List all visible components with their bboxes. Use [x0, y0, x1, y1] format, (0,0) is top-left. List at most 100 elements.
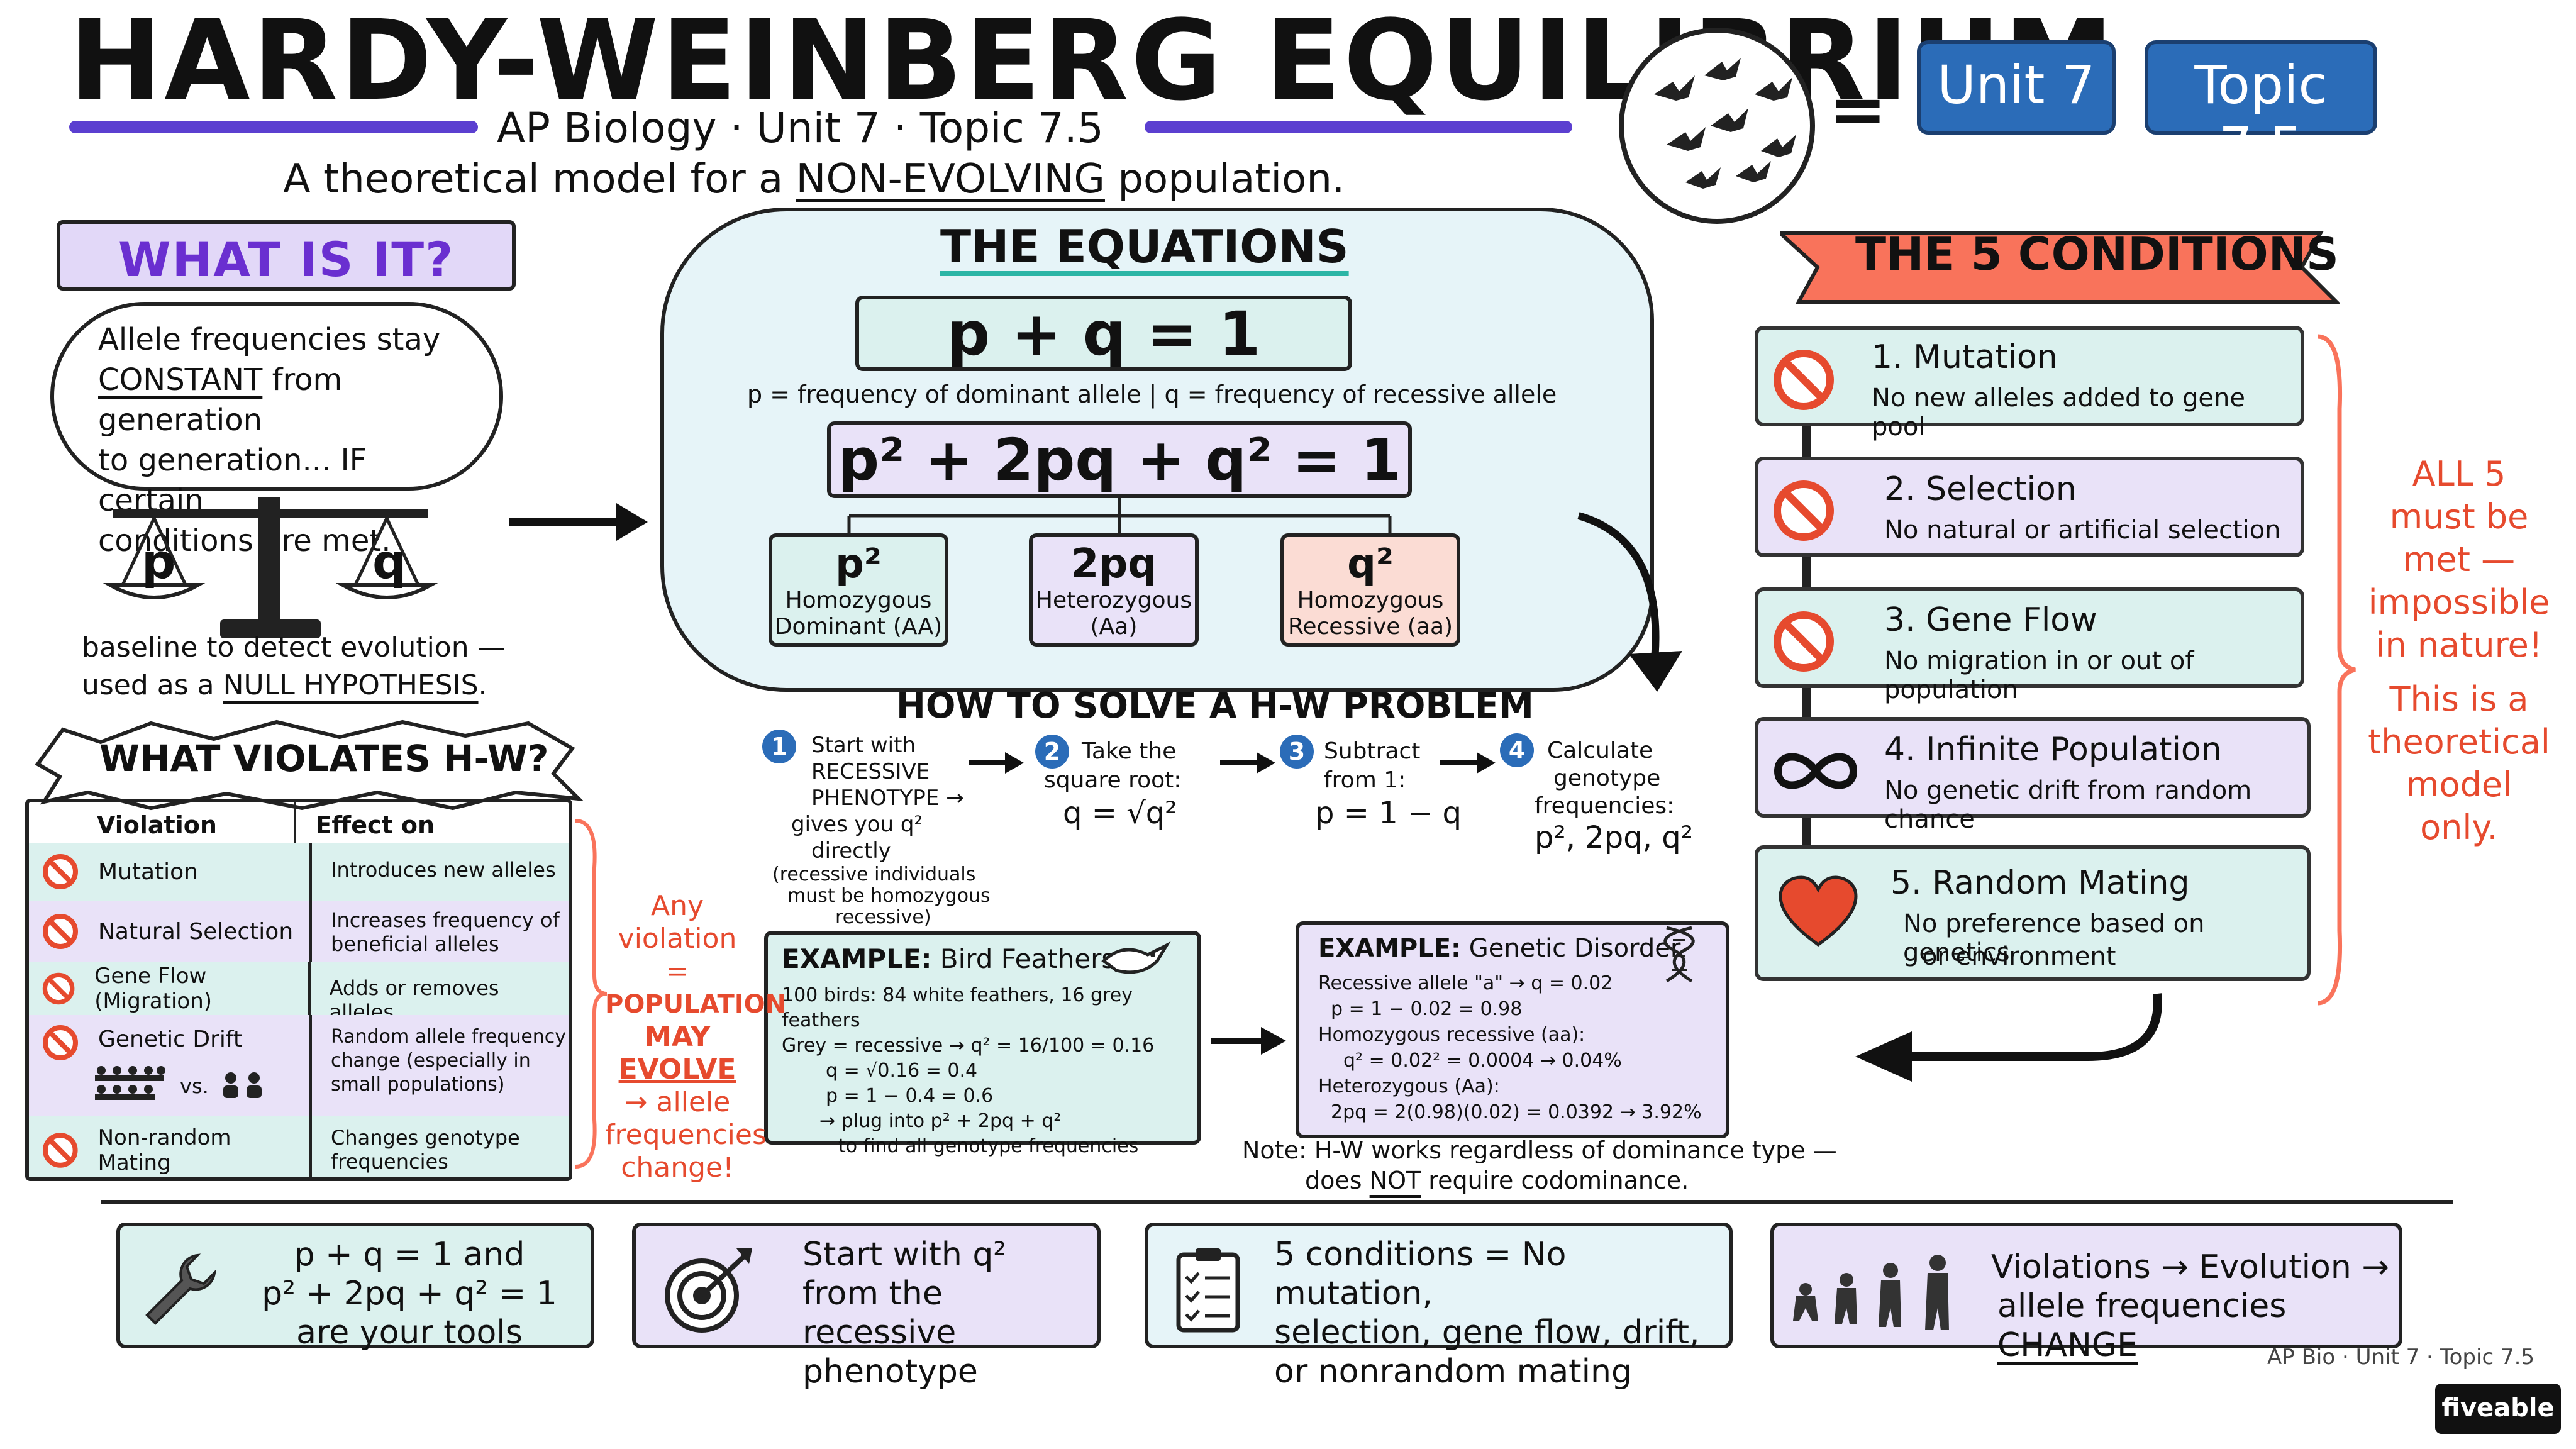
example1-line-3: q = √0.16 = 0.4: [826, 1060, 978, 1082]
step-arrow-2: [1220, 747, 1277, 781]
note-pre: does: [1305, 1167, 1362, 1194]
baseline-pre: used as a: [82, 669, 214, 701]
condition-4-title: 4. Infinite Population: [1884, 731, 2222, 769]
curved-arrow-icon: [1572, 503, 1698, 707]
wrench-icon: [145, 1253, 216, 1325]
bubble-line-1: Allele frequencies stay: [98, 322, 441, 357]
footer-conditions-l3: or nonrandom mating: [1274, 1353, 1632, 1391]
what-is-it-bubble: Allele frequencies stay CONSTANT from ge…: [50, 302, 503, 558]
target-icon: [665, 1248, 752, 1333]
footer-recessive-l3: phenotype: [802, 1353, 978, 1391]
violation-mutation-effect: Introduces new alleles: [331, 858, 556, 882]
baseline-line-1: baseline to detect evolution —: [82, 631, 506, 663]
step-4-l3: frequencies:: [1535, 793, 1675, 819]
equals-sign: =: [1829, 69, 1887, 150]
example1-line-6: to find all genotype frequencies: [838, 1135, 1139, 1157]
condition-3-title: 3. Gene Flow: [1884, 601, 2097, 639]
brand-logo: fiveable: [2435, 1384, 2561, 1434]
footer-tools-l2: p² + 2pq + q² = 1: [262, 1275, 557, 1313]
step-3-l2: from 1:: [1324, 767, 1406, 793]
violation-nonrandom-label: Non-random Mating: [97, 1125, 231, 1175]
footer-violations: Violations → Evolution → allele frequenc…: [1770, 1223, 2402, 1364]
cond-side-7: theoretical: [2368, 722, 2550, 762]
no-symbol-icon: [42, 1133, 78, 1168]
step-3-text: Subtract from 1: p = 1 − q: [1315, 737, 1462, 828]
step-1-text: Start with RECESSIVE PHENOTYPE → gives y…: [772, 732, 999, 928]
genotype-2pq-label1: Heterozygous: [1035, 587, 1192, 613]
example-genetic-disorder: EXAMPLE: Genetic Disorder Recessive alle…: [1296, 921, 1729, 1138]
conditions-banner-shape: [1775, 220, 2341, 317]
condition-2-title: 2. Selection: [1884, 470, 2077, 508]
example2-line-6: 2pq = 2(0.98)(0.02) = 0.0392 → 3.92%: [1331, 1101, 1702, 1123]
note-line-2: does NOT require codominance.: [1242, 1165, 1837, 1196]
condition-random-mating: 5. Random Mating No preference based on …: [1755, 845, 2311, 981]
baseline-post: .: [478, 669, 487, 701]
conditions-side-note: ALL 5 must be met — impossible in nature…: [2365, 453, 2553, 849]
violations-side-note: Any violation = POPULATION MAY EVOLVE → …: [605, 890, 786, 1184]
chip-topic: Topic 7.5: [2145, 40, 2377, 177]
cond-side-9: only.: [2420, 808, 2498, 847]
return-arrow-icon: [1849, 987, 2176, 1103]
cond-side-4: impossible: [2368, 582, 2550, 622]
example2-line-1: Recessive allele "a" → q = 0.02: [1318, 972, 1613, 994]
step-1-number: 1: [762, 730, 796, 763]
genotype-q2-label1: Homozygous: [1297, 587, 1444, 613]
violation-row-gene-flow: Gene Flow (Migration) Adds or removes al…: [29, 962, 569, 1024]
people-icon: [95, 1066, 165, 1100]
bird-icon: [1097, 936, 1173, 982]
condition-1-title: 1. Mutation: [1872, 338, 2058, 376]
step-1-l7: must be homozygous: [787, 885, 991, 907]
eq1-note: p = frequency of dominant allele | q = f…: [747, 380, 1557, 408]
step-4-text: Calculate genotype frequencies: p², 2pq,…: [1535, 737, 1693, 855]
cond-side-1: ALL 5: [2412, 454, 2506, 494]
example2-line-4: q² = 0.02² = 0.0004 → 0.04%: [1343, 1050, 1622, 1072]
eq-full: p² + 2pq + q² = 1: [827, 421, 1412, 498]
conditions-bracket: [2314, 333, 2358, 1009]
cond-side-5: in nature!: [2375, 625, 2543, 665]
clipboard-icon: [1176, 1248, 1240, 1333]
dna-icon: [1654, 924, 1711, 990]
people-icon: [223, 1072, 262, 1098]
note-key: NOT: [1369, 1167, 1421, 1194]
drift-vs: vs.: [180, 1074, 209, 1098]
heart-icon: [1779, 875, 1858, 947]
violations-col-effect: Effect on Population: [315, 811, 460, 867]
example1-title: EXAMPLE: Bird Feathers: [782, 943, 1184, 974]
step-3-number: 3: [1280, 735, 1314, 769]
no-symbol-icon: [1774, 350, 1834, 410]
genotype-2pq: 2pq Heterozygous (Aa): [1029, 533, 1199, 647]
step-1-l6: (recessive individuals: [772, 863, 976, 886]
violations-table: Violation Effect on Population Mutation …: [25, 799, 572, 1181]
tagline-post: population.: [1118, 156, 1345, 203]
conditions-heading: THE 5 CONDITIONS: [1855, 228, 2339, 280]
title-underline-right: [1145, 121, 1572, 133]
tagline: A theoretical model for a NON-EVOLVING p…: [283, 156, 1345, 203]
step-1-l3: PHENOTYPE →: [811, 786, 964, 811]
null-hypothesis: NULL HYPOTHESIS: [223, 669, 479, 701]
baseline-line-2: used as a NULL HYPOTHESIS.: [82, 667, 506, 704]
example1-line-5: → plug into p² + 2pq + q²: [819, 1110, 1062, 1132]
chip-unit: Unit 7: [1917, 40, 2116, 135]
no-symbol-icon: [43, 914, 78, 949]
step-4-l4: p², 2pq, q²: [1535, 820, 1693, 855]
bubble-line-2-rest: from generation: [98, 362, 343, 438]
condition-infinite-population: 4. Infinite Population No genetic drift …: [1755, 717, 2311, 834]
example2-body: Recessive allele "a" → q = 0.02 p = 1 − …: [1318, 970, 1707, 1125]
dominance-note: Note: H-W works regardless of dominance …: [1242, 1135, 1837, 1196]
condition-2-desc: No natural or artificial selection: [1884, 516, 2281, 545]
example1-title-rest: Bird Feathers: [940, 943, 1116, 974]
bubble-key: CONSTANT: [98, 362, 263, 397]
violation-nonrandom-effect-2: frequencies: [331, 1150, 448, 1174]
side-line-8: change!: [621, 1152, 734, 1184]
footer-recessive: Start with q² from the recessive phenoty…: [632, 1223, 1101, 1391]
violation-row-mutation: Mutation Introduces new alleles: [29, 843, 569, 903]
footer-violations-key: CHANGE: [1997, 1326, 2138, 1364]
violation-drift-effect: Random allele frequency: [331, 1026, 567, 1048]
side-line-6: → allele: [624, 1086, 731, 1118]
example1-line-1: 100 birds: 84 white feathers, 16 grey fe…: [782, 984, 1133, 1031]
example2-line-2: p = 1 − 0.02 = 0.98: [1331, 998, 1523, 1020]
tagline-pre: A theoretical model for a: [283, 156, 784, 203]
step-2-l1: Take the: [1082, 738, 1177, 764]
footer-tools-l1: p + q = 1 and: [294, 1236, 525, 1274]
